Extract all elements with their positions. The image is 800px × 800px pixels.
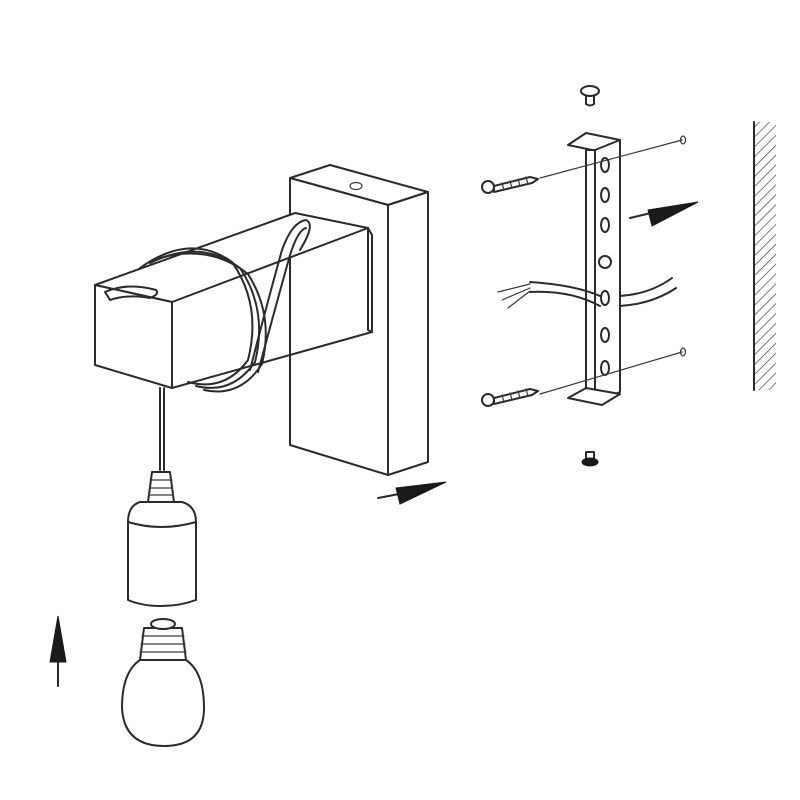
screw-icon (481, 176, 539, 194)
screw-icon (481, 388, 539, 407)
wall-surface (753, 121, 776, 391)
bulb-icon (121, 659, 205, 747)
lamp-head (94, 212, 373, 393)
wall-base-block (289, 164, 429, 476)
wall-screws (481, 135, 687, 407)
arrow-bulb-into-socket (49, 615, 67, 687)
arrow-icon (49, 615, 67, 663)
arrow-icon (647, 201, 699, 227)
mounting-bracket (567, 132, 621, 406)
bracket-set-screws (580, 85, 600, 467)
arrow-icon (395, 481, 447, 505)
arrow-lamp-to-bracket (377, 481, 447, 505)
supply-cable (497, 277, 677, 309)
lamp-socket (127, 387, 197, 607)
arrow-bracket-to-wall (629, 201, 699, 227)
light-bulb (121, 618, 205, 747)
